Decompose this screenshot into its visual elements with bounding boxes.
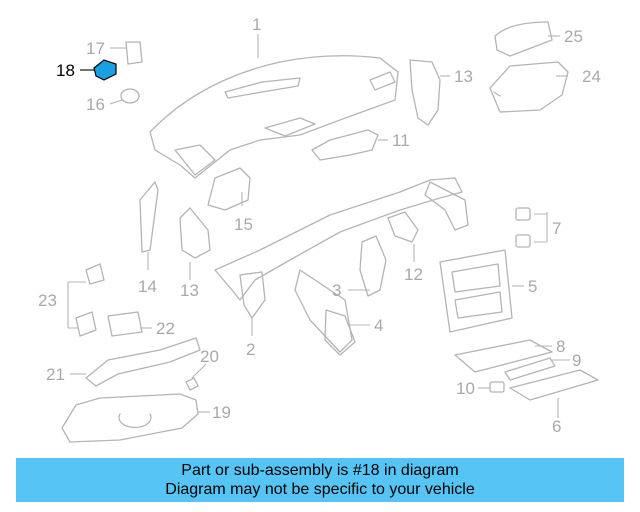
part-24-glovebox	[489, 61, 569, 113]
part-14-trim	[139, 181, 159, 253]
part-23-fasteners	[75, 263, 105, 337]
callout-9: 9	[572, 351, 581, 370]
part-16-knob	[120, 88, 140, 104]
part-19-lower-trim	[61, 393, 199, 443]
part-21-knee-bolster	[85, 337, 201, 387]
callout-1: 1	[252, 15, 261, 34]
callout-13-upper: 13	[454, 67, 473, 86]
callout-5: 5	[528, 277, 537, 296]
callout-3: 3	[332, 281, 341, 300]
part-6-plate	[509, 369, 599, 401]
callout-20: 20	[200, 347, 219, 366]
part-12-bracket	[387, 211, 419, 243]
callout-19: 19	[212, 403, 231, 422]
callout-labels: 1 2 3 4 5 6 7 8 9 10 11 12 13 13 14 15 1…	[38, 15, 601, 436]
part-13-lower-panel	[179, 207, 211, 259]
part-5-radio-bezel	[439, 249, 513, 333]
part-1-dashboard-pad	[149, 55, 399, 179]
part-22-clips	[107, 311, 143, 337]
part-9-strip	[504, 357, 556, 381]
callout-16: 16	[86, 95, 105, 114]
callout-2: 2	[246, 340, 255, 359]
part-4-bracket	[324, 309, 356, 356]
part-10-clip	[489, 381, 505, 393]
leader-lines	[67, 34, 570, 418]
callout-10: 10	[456, 379, 475, 398]
part-20-nut	[185, 377, 199, 391]
banner-line-1: Part or sub-assembly is #18 in diagram	[181, 462, 459, 479]
banner-line-2: Diagram may not be specific to your vehi…	[165, 481, 475, 498]
callout-12: 12	[404, 265, 423, 284]
callout-24: 24	[582, 67, 601, 86]
callout-4: 4	[374, 316, 383, 335]
part-11-bracket	[311, 129, 379, 161]
callout-7: 7	[552, 219, 561, 238]
part-8-panel	[454, 339, 553, 373]
part-3-bracket	[359, 235, 387, 297]
callout-11: 11	[392, 131, 410, 150]
part-13-upper-bracket	[409, 59, 441, 126]
parts-diagram: 1 2 3 4 5 6 7 8 9 10 11 12 13 13 14 15 1…	[38, 15, 601, 443]
callout-15: 15	[234, 215, 253, 234]
callout-14: 14	[138, 277, 157, 296]
part-2-crossbar	[214, 177, 469, 353]
part-15-vent-bezel	[207, 167, 251, 211]
info-banner: Part or sub-assembly is #18 in diagram D…	[16, 458, 624, 502]
callout-22: 22	[156, 319, 175, 338]
callout-17: 17	[86, 39, 105, 58]
callout-8: 8	[556, 337, 565, 356]
callout-6: 6	[552, 417, 561, 436]
callout-18: 18	[56, 61, 75, 80]
callout-25: 25	[564, 27, 583, 46]
callout-21: 21	[46, 365, 65, 384]
callout-13-lower: 13	[180, 281, 199, 300]
part-17-clip	[125, 41, 143, 65]
part-25-cover	[494, 21, 553, 57]
part-7-switches	[515, 207, 531, 248]
callout-23: 23	[38, 291, 57, 310]
part-18-clip-highlighted[interactable]	[93, 59, 117, 81]
